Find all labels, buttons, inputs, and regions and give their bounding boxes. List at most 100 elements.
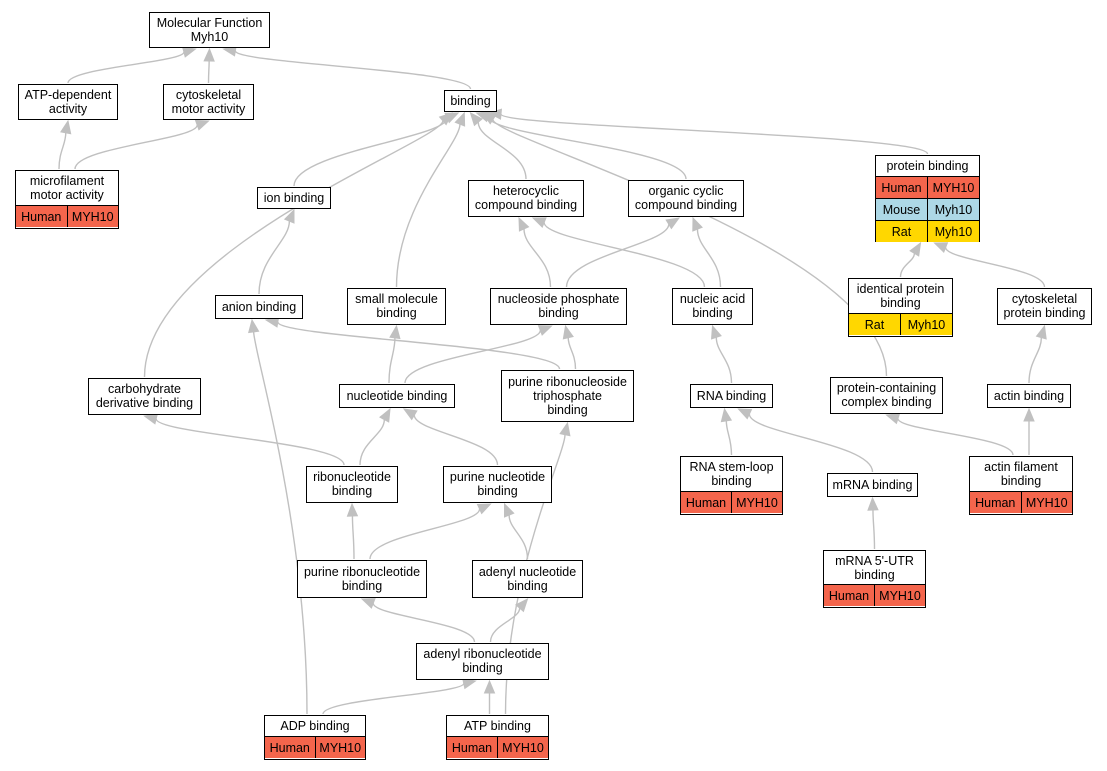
node-binding[interactable]: binding bbox=[444, 90, 497, 112]
node-cytoskeletal-motor-activity[interactable]: cytoskeletal motor activity bbox=[163, 84, 254, 120]
arrowhead bbox=[503, 502, 515, 518]
node-cytoskeletal-protein-binding[interactable]: cytoskeletal protein binding bbox=[997, 288, 1092, 325]
node-label: ion binding bbox=[263, 190, 325, 205]
arrowhead bbox=[710, 324, 722, 340]
node-label: mRNA binding bbox=[832, 477, 913, 492]
arrowhead bbox=[909, 241, 922, 257]
arrowhead bbox=[1035, 324, 1047, 340]
arrowhead bbox=[665, 217, 681, 230]
arrowhead bbox=[531, 217, 547, 229]
node-actin-binding[interactable]: actin binding bbox=[987, 384, 1071, 408]
node-small-molecule-binding[interactable]: small molecule binding bbox=[347, 288, 446, 325]
arrowhead bbox=[559, 421, 571, 437]
edge-adenyl_ribonucleotide_binding-to-adenyl_nucleotide_binding bbox=[489, 607, 521, 643]
edge-nucleoside_phosphate_binding-to-heterocyclic_compound_binding bbox=[523, 228, 552, 288]
node-organic-cyclic-compound-binding[interactable]: organic cyclic compound binding bbox=[628, 180, 744, 217]
edge-purine_ribonucleotide_binding-to-purine_nucleotide_binding bbox=[369, 508, 481, 560]
arrowhead bbox=[933, 242, 949, 253]
edge-anion_binding-to-ion_binding bbox=[258, 221, 291, 295]
annotation-row: Rat Myh10 bbox=[876, 220, 979, 242]
node-label: identical protein binding bbox=[856, 282, 945, 310]
arrowhead bbox=[283, 208, 295, 224]
node-protein-containing-complex-binding[interactable]: protein-containing complex binding bbox=[830, 377, 943, 414]
node-ion-binding[interactable]: ion binding bbox=[257, 187, 331, 209]
node-carbohydrate-derivative-binding[interactable]: carbohydrate derivative binding bbox=[88, 378, 201, 415]
annotation-gene: Myh10 bbox=[927, 221, 979, 242]
node-nucleic-acid-binding[interactable]: nucleic acid binding bbox=[672, 288, 753, 325]
node-molecular-function[interactable]: Molecular Function Myh10 bbox=[149, 12, 270, 48]
edge-purine_ribonucleoside_triphosphate_binding-to-anion_binding bbox=[277, 321, 561, 370]
arrowhead bbox=[692, 216, 703, 232]
node-mrna-binding[interactable]: mRNA binding bbox=[827, 473, 918, 497]
arrowhead bbox=[248, 318, 260, 334]
edge-small_molecule_binding-to-binding bbox=[395, 124, 461, 288]
node-label: heterocyclic compound binding bbox=[474, 184, 578, 212]
arrowhead bbox=[462, 678, 477, 690]
annotation-species: Human bbox=[451, 740, 493, 755]
annotation-species: Rat bbox=[891, 224, 912, 239]
node-label: small molecule binding bbox=[355, 292, 438, 320]
node-rna-binding[interactable]: RNA binding bbox=[690, 384, 773, 408]
node-nucleoside-phosphate-binding[interactable]: nucleoside phosphate binding bbox=[490, 288, 627, 325]
edge-nucleoside_phosphate_binding-to-organic_cyclic_compound_binding bbox=[565, 224, 670, 288]
annotation-gene: Myh10 bbox=[900, 314, 952, 335]
node-label: cytoskeletal protein binding bbox=[1003, 292, 1086, 320]
edge-rna_stem_loop_binding-to-rna_binding bbox=[725, 420, 733, 456]
node-purine-ribonucleoside-triphosphate-binding[interactable]: purine ribonucleoside triphosphate bindi… bbox=[501, 370, 634, 422]
node-label: binding bbox=[450, 93, 491, 108]
edge-nucleotide_binding-to-small_molecule_binding bbox=[388, 337, 396, 384]
arrowhead bbox=[60, 119, 72, 135]
node-label: purine ribonucleotide binding bbox=[303, 564, 421, 593]
annotation-species: Mouse bbox=[882, 202, 921, 217]
edge-organic_cyclic_compound_binding-to-binding bbox=[487, 116, 687, 180]
edge-binding-to-molecular_function bbox=[234, 50, 472, 90]
node-label: protein binding bbox=[886, 159, 969, 173]
node-ribonucleotide-binding[interactable]: ribonucleotide binding bbox=[306, 466, 398, 503]
node-adenyl-nucleotide-binding[interactable]: adenyl nucleotide binding bbox=[472, 560, 583, 598]
arrowhead bbox=[438, 112, 453, 126]
node-atp-dependent-activity[interactable]: ATP-dependent activity bbox=[18, 84, 118, 120]
node-label: protein-containing complex binding bbox=[836, 381, 937, 409]
arrowhead bbox=[389, 324, 401, 340]
node-label: adenyl ribonucleotide binding bbox=[423, 647, 542, 675]
edge-protein_containing_complex_binding-to-binding bbox=[492, 119, 888, 377]
node-adenyl-ribonucleotide-binding[interactable]: adenyl ribonucleotide binding bbox=[416, 643, 549, 680]
arrowhead bbox=[885, 413, 901, 425]
arrowhead bbox=[1023, 407, 1035, 422]
arrowhead bbox=[481, 112, 497, 125]
node-label: mRNA 5'-UTR binding bbox=[835, 553, 914, 582]
edge-heterocyclic_compound_binding-to-binding bbox=[477, 122, 527, 180]
arrowhead bbox=[469, 112, 483, 127]
arrowhead bbox=[402, 408, 418, 421]
annotation-gene: MYH10 bbox=[314, 737, 366, 758]
arrowhead bbox=[537, 325, 553, 336]
node-label: nucleic acid binding bbox=[679, 292, 746, 320]
node-purine-ribonucleotide-binding[interactable]: purine ribonucleotide binding bbox=[297, 560, 427, 598]
annotation-species: Human bbox=[21, 209, 62, 224]
node-anion-binding[interactable]: anion binding bbox=[215, 295, 303, 319]
edge-adp_binding-to-adenyl_ribonucleotide_binding bbox=[322, 682, 465, 715]
node-nucleotide-binding[interactable]: nucleotide binding bbox=[339, 384, 455, 408]
arrowhead bbox=[867, 496, 879, 511]
node-purine-nucleotide-binding[interactable]: purine nucleotide binding bbox=[443, 466, 552, 503]
edge-ion_binding-to-binding bbox=[293, 117, 448, 187]
node-label: actin binding bbox=[993, 388, 1065, 403]
node-label: adenyl nucleotide binding bbox=[478, 564, 577, 593]
node-label: nucleotide binding bbox=[346, 388, 448, 403]
arrowhead bbox=[360, 598, 376, 609]
node-heterocyclic-compound-binding[interactable]: heterocyclic compound binding bbox=[468, 180, 584, 217]
node-label: purine nucleotide binding bbox=[449, 470, 546, 498]
arrowhead bbox=[454, 111, 466, 127]
